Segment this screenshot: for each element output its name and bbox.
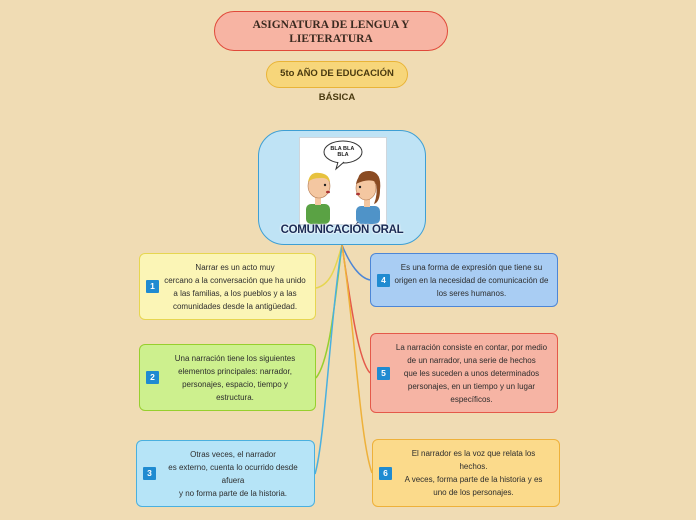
boy-figure-icon <box>306 172 331 224</box>
girl-figure-icon <box>355 170 381 224</box>
node-number-badge: 6 <box>379 466 392 480</box>
node-text: La narración consiste en contar, por med… <box>395 342 548 404</box>
connector-6 <box>341 244 373 474</box>
grade-label-text: 5to AÑO DE EDUCACIÓN BÁSICA <box>280 68 394 103</box>
node-text: Es una forma de expresión que tiene su o… <box>394 262 549 298</box>
subject-title[interactable]: ASIGNATURA DE LENGUA Y LIETERATURA <box>214 11 448 51</box>
connector-5 <box>341 244 371 374</box>
central-topic-label: COMUNICACIÓN ORAL <box>280 224 404 236</box>
node-text: El narrador es la voz que relata los hec… <box>404 449 543 497</box>
topic-node-1[interactable]: 1 Narrar es un acto muy cercano a la con… <box>139 253 316 320</box>
node-text: Narrar es un acto muy cercano a la conve… <box>164 262 306 311</box>
topic-node-5[interactable]: 5 La narración consiste en contar, por m… <box>370 333 558 413</box>
node-number-badge: 5 <box>377 366 390 380</box>
node-number-badge: 1 <box>146 280 159 293</box>
node-text: Otras veces, el narrador es externo, cue… <box>168 449 298 498</box>
connector-3 <box>314 244 343 475</box>
topic-node-2[interactable]: 2 Una narración tiene los siguientes ele… <box>139 344 316 411</box>
node-text: Una narración tiene los siguientes eleme… <box>174 353 296 402</box>
topic-node-6[interactable]: 6 El narrador es la voz que relata los h… <box>372 439 560 507</box>
connector-4 <box>341 244 371 281</box>
node-number-badge: 3 <box>143 467 156 480</box>
node-number-badge: 4 <box>377 273 390 287</box>
topic-node-3[interactable]: 3 Otras veces, el narrador es externo, c… <box>136 440 315 507</box>
node-number-badge: 2 <box>146 371 159 384</box>
grade-label[interactable]: 5to AÑO DE EDUCACIÓN BÁSICA <box>266 61 408 103</box>
topic-node-4[interactable]: 4 Es una forma de expresión que tiene su… <box>370 253 558 307</box>
central-topic[interactable]: BLA BLA BLA COMU <box>258 130 426 245</box>
conversation-illustration: BLA BLA BLA <box>299 137 387 225</box>
subject-title-text: ASIGNATURA DE LENGUA Y LIETERATURA <box>252 19 410 45</box>
connector-1 <box>315 244 343 289</box>
speech-bubble-text: BLA BLA BLA <box>330 146 355 158</box>
